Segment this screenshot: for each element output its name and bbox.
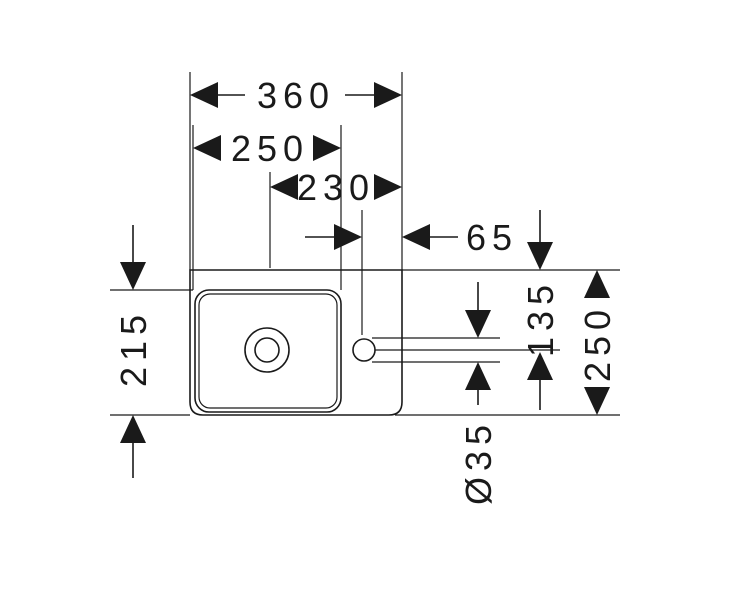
svg-text:Ø35: Ø35 <box>458 419 499 505</box>
drain-outer <box>244 327 290 373</box>
dimension-215: 215 <box>113 225 154 478</box>
drain-inner <box>254 337 280 363</box>
dimension-230: 230 <box>270 167 402 208</box>
dimension-tap-hole-diameter: Ø35 <box>458 282 499 505</box>
svg-text:360: 360 <box>257 75 335 116</box>
svg-text:250: 250 <box>577 304 618 382</box>
dimension-250-depth: 250 <box>577 270 618 415</box>
extension-lines <box>110 72 620 416</box>
basin-bowl-inner <box>198 293 338 409</box>
dimension-65: 65 <box>305 217 518 258</box>
basin-outline <box>189 269 403 416</box>
basin-bowl <box>194 289 342 413</box>
svg-text:230: 230 <box>297 167 375 208</box>
svg-text:250: 250 <box>231 128 309 169</box>
dimension-250-bowl: 250 <box>193 128 341 169</box>
dimension-135: 135 <box>520 210 561 410</box>
dimension-360: 360 <box>190 75 402 116</box>
tap-hole <box>352 338 376 362</box>
svg-text:215: 215 <box>113 309 154 387</box>
svg-text:135: 135 <box>520 279 561 357</box>
svg-text:65: 65 <box>466 217 518 258</box>
